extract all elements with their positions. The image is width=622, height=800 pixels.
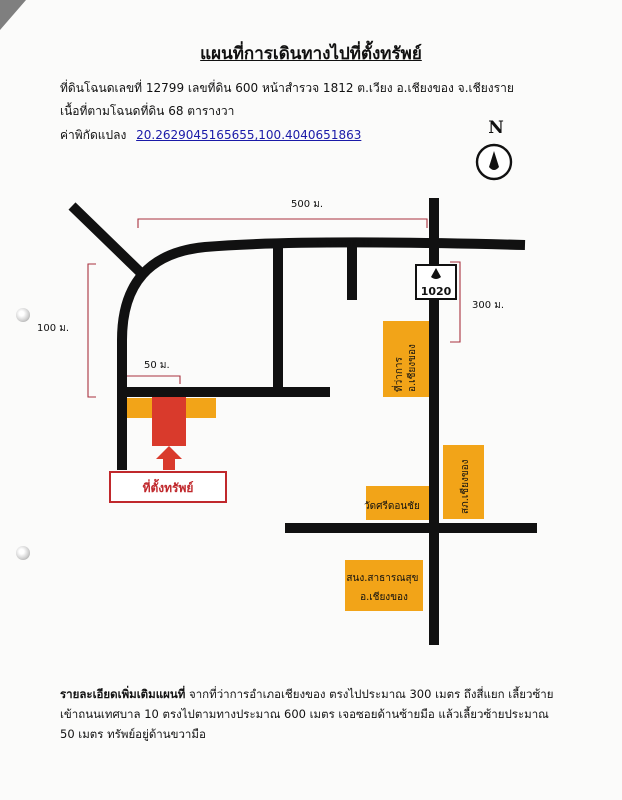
buildings [126,321,484,611]
folded-corner-shadow [0,0,26,30]
area-info: เนื้อที่ตามโฉนดที่ดิน 68 ตารางวา [60,104,235,118]
district-office-building [383,321,433,397]
dist-right-label: 300 ม. [472,300,504,311]
details-text: จากที่ว่าการอำเภอเชียงของ ตรงไปประมาณ 30… [60,687,554,741]
road-name-label: ถ.เทศบาล 10 [316,238,373,249]
route-number: 1020 [421,285,452,298]
dist-left-label: 100 ม. [37,323,69,334]
map-details: รายละเอียดเพิ่มเติมแผนที่ จากที่ว่าการอำ… [60,684,560,744]
police-label: สภ.เชียงของ [459,459,471,514]
police-station-building [443,445,484,519]
north-letter: N [488,118,504,138]
dimension-lane [123,375,181,384]
dimension-lines [87,218,461,398]
road-northwest [68,202,144,276]
property-arrow [156,446,182,470]
deed-info: ที่ดินโฉนดเลขที่ 12799 เลขที่ดิน 600 หน้… [60,81,514,95]
health-office-label: สนง.สาธารณสุข อ.เชียงของ [346,573,421,603]
road-thetsaban-10 [117,237,526,470]
dist-top-label: 500 ม. [291,199,323,210]
coordinate-label: ค่าพิกัดแปลง [60,128,127,142]
dist-lane-label: 50 ม. [144,360,170,371]
coordinate-row: ค่าพิกัดแปลง 20.2629045165655,100.404065… [60,126,361,145]
compass-icon [475,143,513,181]
roads [68,198,537,645]
temple-label: วัดศรีดอนชัย [364,500,420,512]
property-label-box: ที่ตั้งทรัพย์ [109,471,227,503]
dimension-top [137,218,428,228]
property-label: ที่ตั้งทรัพย์ [143,478,194,495]
dimension-left [87,263,96,398]
health-office-building [345,560,423,611]
property-marker [152,397,186,446]
district-office-label: ที่ว่าการ อ.เชียงของ [391,344,418,392]
dimension-right [450,261,461,343]
punch-hole-bottom [16,546,30,560]
route-shield: 1020 [415,264,457,300]
punch-hole-top [16,308,30,322]
page-title: แผนที่การเดินทางไปที่ตั้งทรัพย์ [200,44,422,64]
coordinate-link[interactable]: 20.2629045165655,100.4040651863 [136,128,362,142]
north-arrow: N [472,118,520,188]
temple-building [366,486,430,520]
details-heading: รายละเอียดเพิ่มเติมแผนที่ [60,687,186,701]
